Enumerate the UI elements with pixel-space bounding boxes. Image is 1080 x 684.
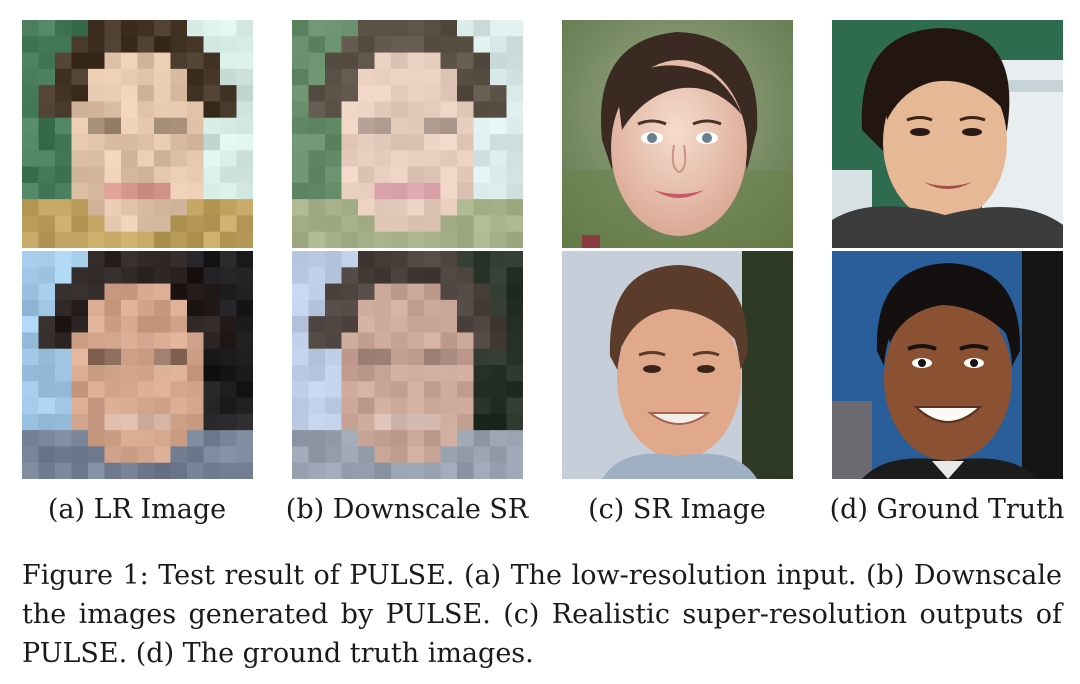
figure-caption: Figure 1: Test result of PULSE. (a) The … xyxy=(22,560,1062,669)
ground-truth-woman xyxy=(832,20,1063,248)
sr-image-man xyxy=(562,251,793,479)
panel-label-d: (d) Ground Truth xyxy=(829,494,1065,525)
panel-label-c: (c) SR Image xyxy=(588,494,766,525)
pixelated-face-a0 xyxy=(22,20,253,248)
ground-truth-man xyxy=(832,251,1063,479)
pixelated-face-a1 xyxy=(22,251,253,479)
lr-image-woman xyxy=(22,20,253,248)
lr-image-man xyxy=(22,251,253,479)
sr-image-woman xyxy=(562,20,793,248)
panel-label-b: (b) Downscale SR xyxy=(285,494,529,525)
downscale-sr-man xyxy=(292,251,523,479)
image-grid xyxy=(22,20,1063,480)
downscale-sr-woman xyxy=(292,20,523,248)
pixelated-face-b0 xyxy=(292,20,523,248)
panel-label-a: (a) LR Image xyxy=(47,494,227,525)
pixelated-face-b1 xyxy=(292,251,523,479)
